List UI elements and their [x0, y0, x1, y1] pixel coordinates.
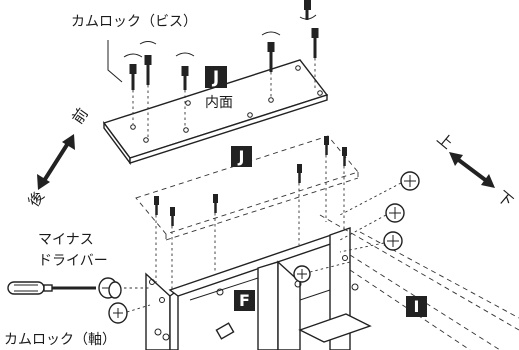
part-badge-j-top: J	[205, 66, 227, 88]
screw-icon	[213, 194, 218, 213]
screw-icon	[261, 31, 281, 97]
panel-j-position-outline	[135, 135, 359, 241]
up-label: 上	[433, 129, 456, 152]
svg-text:F: F	[239, 291, 250, 310]
inner-face-label: 内面	[205, 95, 233, 111]
cam-lock-icon	[98, 277, 122, 299]
cam-lock-icon	[339, 203, 405, 241]
cam-locks-right	[293, 171, 420, 283]
front-label: 前	[69, 105, 92, 128]
cam-lock-icon	[293, 261, 351, 283]
svg-text:J: J	[212, 68, 219, 88]
screwdriver-label-line1: マイナス	[38, 232, 94, 248]
cam-lock-axis-icon	[108, 302, 151, 324]
double-arrow-up-down-icon	[449, 152, 495, 188]
screw-icon	[311, 28, 319, 90]
installed-screws	[154, 136, 347, 226]
screw-icon	[342, 147, 347, 166]
screw-icon	[299, 0, 317, 20]
part-badge-j-outline: J	[231, 146, 252, 167]
screw-icon	[170, 207, 175, 226]
alignment-guides	[155, 155, 345, 292]
screwdriver-label-line2: ドライバー	[38, 253, 108, 269]
screw-icon	[154, 196, 159, 215]
cam-lock-axis-label: カムロック（軸）	[4, 332, 116, 348]
svg-text:I: I	[414, 297, 420, 316]
screw-icon	[297, 164, 302, 183]
cam-lock-screws	[123, 0, 319, 137]
cam-lock-screw-leader	[107, 40, 123, 83]
screw-icon	[175, 52, 195, 127]
screw-icon	[123, 53, 143, 124]
screw-icon	[139, 41, 157, 137]
back-label: 後	[25, 188, 48, 211]
cam-lock-icon	[339, 231, 403, 253]
double-arrow-front-back-icon	[37, 134, 75, 190]
part-badge-f: F	[234, 290, 255, 311]
cam-lock-screw-label: カムロック（ビス）	[71, 14, 197, 30]
cam-lock-icon	[337, 171, 420, 217]
screw-icon	[324, 136, 329, 155]
svg-text:J: J	[238, 147, 245, 166]
down-label: 下	[493, 187, 516, 210]
screwdriver-icon	[7, 281, 96, 295]
cabinet-frame	[145, 227, 372, 350]
part-badge-i: I	[406, 296, 427, 317]
panel-holes	[130, 65, 323, 143]
